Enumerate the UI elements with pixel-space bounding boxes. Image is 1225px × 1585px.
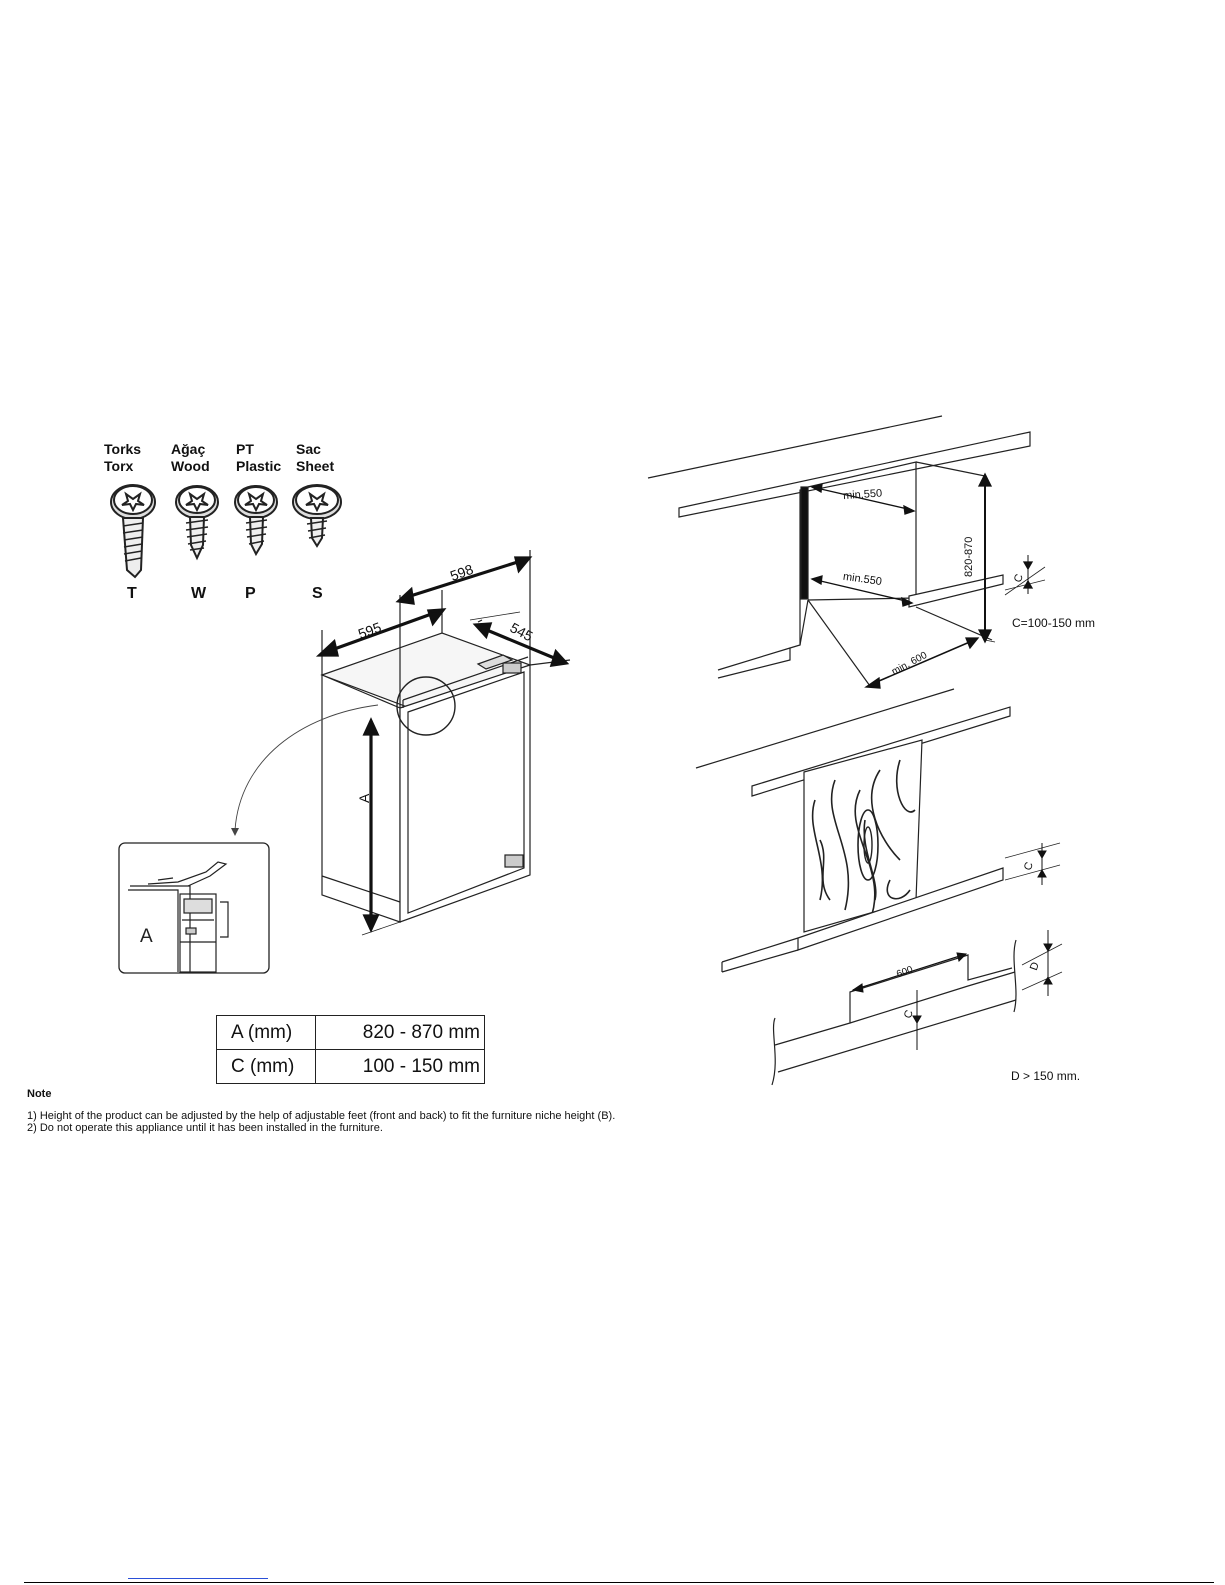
appliance-width-label: 595 (356, 619, 384, 642)
niche-drawing: min.550 min.550 820-870 C C=100-150 mm m… (647, 415, 1095, 689)
depth-dimension-line (481, 626, 560, 662)
appliance-door-width-label: 598 (448, 561, 476, 584)
niche-min-width-label: min. 600 (890, 650, 929, 678)
niche-min-depth-bottom-label: min.550 (842, 571, 882, 588)
niche-c-label: C (1012, 573, 1026, 585)
niche-min-depth-top-label: min.550 (843, 487, 883, 502)
plastic-screw-icon (234, 485, 278, 557)
table-row: A (mm) 820 - 870 mm (216, 1015, 485, 1050)
appliance-height-label: A (356, 793, 372, 803)
wood-screw-icon (175, 485, 219, 561)
sheet-screw-icon (292, 484, 342, 548)
detail-a-label: A (140, 926, 153, 947)
screw-letter-t: T (127, 585, 137, 602)
dimension-a-value: 820 - 870 mm (315, 1015, 485, 1050)
bottom-link-underline (128, 1578, 268, 1579)
niche-c-range-label: C=100-150 mm (1012, 616, 1095, 630)
plinth-width-label: 600 (895, 964, 915, 980)
note-title: Note (27, 1088, 52, 1100)
dimension-table: A (mm) 820 - 870 mm C (mm) 100 - 150 mm (216, 1015, 485, 1084)
door-width-dimension-line (403, 558, 525, 600)
plinth-c-lower-label: C (902, 1009, 916, 1021)
screw-letter-w: W (191, 585, 207, 602)
bottom-divider (24, 1582, 1214, 1583)
appliance-drawing: 595 598 545 A (231, 550, 571, 936)
dimension-a-key: A (mm) (216, 1015, 316, 1050)
torx-screw-icon (110, 484, 156, 579)
screw-letter-s: S (312, 585, 323, 602)
table-row: C (mm) 100 - 150 mm (216, 1049, 485, 1084)
plinth-d-note: D > 150 mm. (1011, 1069, 1080, 1083)
plinth-drawing: C 600 C D D > 150 mm. (695, 688, 1080, 1086)
note-line-2: 2) Do not operate this appliance until i… (27, 1122, 383, 1134)
width-dimension-line (325, 610, 438, 654)
niche-height-label: 820-870 (963, 537, 975, 577)
note-line-1: 1) Height of the product can be adjusted… (27, 1110, 616, 1122)
dimension-c-value: 100 - 150 mm (315, 1049, 485, 1084)
plinth-c-upper-label: C (1022, 861, 1036, 873)
plinth-d-label: D (1028, 961, 1042, 973)
dimension-c-key: C (mm) (216, 1049, 316, 1084)
hinge-detail-illustration: A (118, 842, 270, 974)
screws-illustration (110, 484, 342, 579)
screw-letter-p: P (245, 585, 256, 602)
